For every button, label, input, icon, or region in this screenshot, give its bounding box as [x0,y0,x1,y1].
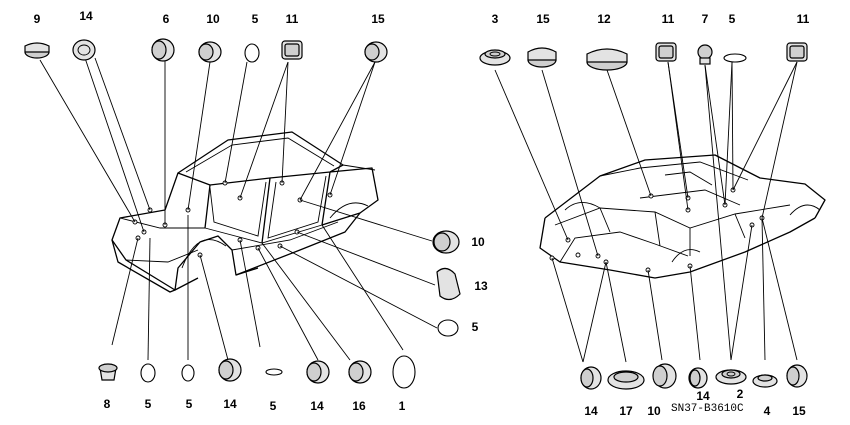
grommet-icon-14e [688,367,708,389]
grommet-icon-10b [432,230,460,254]
left-labels: 9 14 6 10 5 11 15 10 13 5 8 5 5 14 5 14 … [34,9,488,413]
label-3: 3 [492,12,499,26]
o-ring-icon-5f [723,53,747,63]
o-ring-icon-5b [437,319,459,337]
right-top-parts [479,42,808,71]
label-8: 8 [104,397,111,411]
label-10-rb: 10 [647,404,661,418]
label-17: 17 [619,404,633,418]
square-plug-icon-11 [281,40,303,60]
oval-plug-icon-13 [436,267,461,301]
grommet-icon-12 [586,48,628,71]
o-ring-icon-5d [181,364,195,382]
diagram-code: SN37-B3610C [671,403,744,415]
grommet-icon-9 [24,42,50,59]
label-5-b2: 5 [186,397,193,411]
plug-icon-8 [98,363,118,381]
grommet-icon-14 [72,39,96,61]
grommet-icon-15 [364,41,388,63]
label-7: 7 [702,12,709,26]
label-14-top: 14 [79,9,93,23]
label-4: 4 [764,404,771,418]
label-6: 6 [163,12,170,26]
label-14-rb1: 14 [584,404,598,418]
label-11-rtop: 11 [662,12,675,26]
o-ring-icon-5c [140,363,156,383]
label-10-side: 10 [471,235,485,249]
grommet-icon-14d [580,366,602,390]
o-ring-icon-5 [244,43,260,63]
grommet-icon-10c [652,363,677,389]
label-15-rb: 15 [792,404,806,418]
label-11-rtop2: 11 [797,12,810,26]
label-15-top: 15 [371,12,385,26]
right-labels: 3 15 12 11 7 5 11 14 17 10 14 2 4 15 SN3… [492,12,810,418]
right-leader-lines [494,61,798,363]
plug-icon-7 [697,44,713,65]
grommet-icon-6 [151,38,175,62]
left-bottom-parts [98,355,416,389]
grommet-icon-16 [348,360,372,384]
right-car-body [539,154,826,279]
label-16: 16 [352,399,366,413]
label-5-b1: 5 [145,397,152,411]
right-bottom-parts [580,363,808,390]
grommet-icon-14b [218,358,242,382]
label-14-b2: 14 [310,399,324,413]
left-top-parts [24,38,388,63]
square-plug-icon-11b [655,42,677,62]
label-12: 12 [597,12,611,26]
o-ring-icon-5e [265,368,283,376]
label-5-side: 5 [472,320,479,334]
label-13-side: 13 [474,279,488,293]
square-plug-icon-11c [786,42,808,62]
grommet-icon-10 [198,41,222,63]
left-side-parts [432,230,461,337]
label-2: 2 [737,387,744,401]
grommet-icon-15b [527,47,557,68]
o-ring-icon-1 [392,355,416,389]
grommet-icon-14c [306,360,330,384]
cover-icon-17 [607,370,645,390]
left-leader-lines [39,57,438,361]
label-5-rtop: 5 [729,12,736,26]
label-14-rb2: 14 [696,389,710,403]
grommet-icon-15c [786,364,808,388]
label-11-top: 11 [286,12,299,26]
label-9: 9 [34,12,41,26]
label-15-rtop: 15 [536,12,550,26]
label-5-top: 5 [252,12,259,26]
label-10-top: 10 [206,12,220,26]
grommet-icon-3 [479,49,511,66]
grommet-icon-4 [752,374,778,388]
label-14-b1: 14 [223,397,237,411]
left-car-body [111,131,379,293]
label-5-b3: 5 [270,399,277,413]
grommet-icon-2 [715,369,747,385]
label-1: 1 [399,399,406,413]
